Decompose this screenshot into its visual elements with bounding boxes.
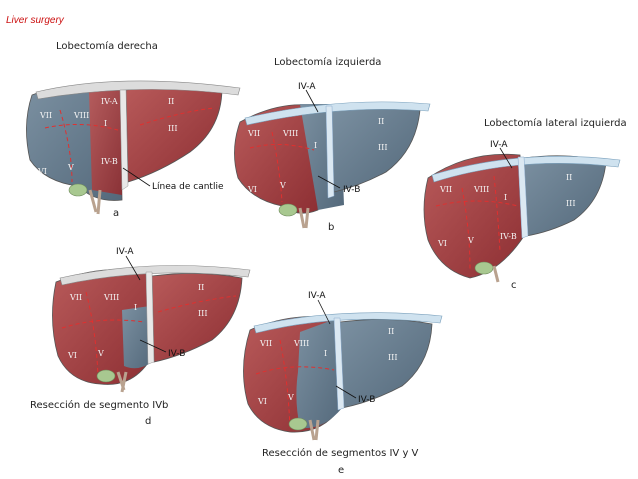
panel-b-seg-ii: II	[378, 117, 384, 126]
panel-d-seg-i: I	[134, 303, 137, 312]
panel-e-seg-iii: III	[388, 353, 397, 362]
panel-e-seg-viii: VIII	[293, 339, 309, 348]
panel-c-seg-viii: VIII	[473, 185, 489, 194]
panel-b-ann-iva: IV-A	[298, 82, 316, 92]
panel-c-seg-i: I	[504, 193, 507, 202]
panel-a-seg-viii: VIII	[73, 111, 89, 120]
panel-e-seg-v: V	[287, 393, 294, 402]
panel-d-seg-ii: II	[198, 283, 204, 292]
panel-e-seg-vi: VI	[257, 397, 267, 406]
panel-b-seg-viii: VIII	[282, 129, 298, 138]
panel-c-ann-iva: IV-A	[490, 140, 508, 150]
panel-a-seg-iva: IV-A	[101, 97, 118, 106]
panel-e-seg-ii: II	[388, 327, 394, 336]
panel-b-seg-vii: VII	[247, 129, 260, 138]
panel-d-liver: VII VIII I VI V II III IV-A IV-B	[52, 247, 250, 392]
panel-b-seg-iii: III	[378, 143, 387, 152]
panel-e-liver: VII VIII I VI V II III IV-A IV-B	[243, 291, 442, 440]
panel-a-seg-v: V	[67, 163, 74, 172]
panel-d-seg-vii: VII	[69, 293, 82, 302]
panel-b-seg-vi: VI	[247, 185, 257, 194]
panel-a-seg-ivb: IV-B	[101, 157, 118, 166]
panel-a-seg-i: I	[104, 119, 107, 128]
panel-d-seg-v: V	[97, 349, 104, 358]
panel-c-seg-v: V	[467, 236, 474, 245]
panel-a-annotation: Línea de cantlie	[152, 182, 224, 192]
panel-a-seg-vi: VI	[37, 167, 47, 176]
panel-c-seg-ii: II	[566, 173, 572, 182]
panel-e-seg-i: I	[324, 349, 327, 358]
panel-c-seg-vii: VII	[439, 185, 452, 194]
panel-b-liver: VII VIII I VI V II III IV-A IV-B	[234, 82, 430, 228]
panel-b-seg-v: V	[279, 181, 286, 190]
panel-b-ann-ivb: IV-B	[343, 185, 360, 195]
panel-d-seg-vi: VI	[67, 351, 77, 360]
panel-b-seg-i: I	[314, 141, 317, 150]
panel-d-ann-ivb: IV-B	[168, 349, 185, 359]
panel-c-liver: VII VIII I VI V IV-B II III IV-A	[424, 140, 620, 282]
panel-e-seg-vii: VII	[259, 339, 272, 348]
panel-c-seg-vi: VI	[437, 239, 447, 248]
panel-d-ann-iva: IV-A	[116, 247, 134, 257]
panel-d-seg-viii: VIII	[103, 293, 119, 302]
panel-a-seg-vii: VII	[39, 111, 52, 120]
panel-d-seg-iii: III	[198, 309, 207, 318]
panel-a-liver: VII VIII IV-A I IV-B VI V II III Línea d…	[26, 81, 240, 214]
panel-a-seg-ii: II	[168, 97, 174, 106]
panel-a-seg-iii: III	[168, 124, 177, 133]
panel-e-ann-ivb: IV-B	[358, 395, 375, 405]
panel-e-ann-iva: IV-A	[308, 291, 326, 301]
panel-c-seg-ivb: IV-B	[500, 232, 517, 241]
panel-c-seg-iii: III	[566, 199, 575, 208]
